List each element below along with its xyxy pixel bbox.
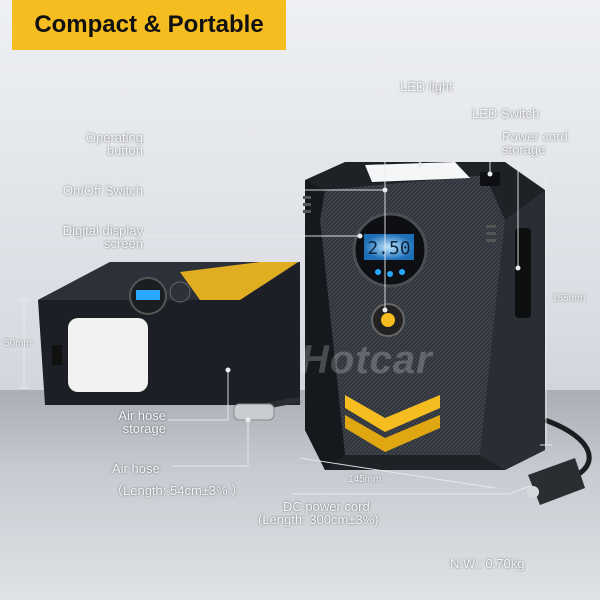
callout-air-hose-length: （Length: 54cm±3% ） [110, 483, 245, 498]
dimension-height: 185mm [552, 293, 586, 304]
watermark: Hotcar [300, 338, 433, 382]
callout-power-cord-storage-line2: storage [502, 142, 546, 157]
callout-air-hose-storage-line2: storage [122, 421, 166, 436]
callout-led-light: LED light [400, 79, 453, 94]
dimension-width: 145mm [348, 474, 382, 485]
callout-on-off-switch: On/Off Switch [63, 183, 143, 198]
callout-dc-power-cord: DC power cord [283, 499, 370, 514]
weight-label: N.W.: 0.70kg [450, 556, 525, 571]
dimension-small-height: 50mm [4, 338, 32, 349]
lcd-reading: 2.50 [367, 238, 410, 259]
large-compressor: 2.50 [303, 162, 545, 470]
callout-digital-display-line1: Digital display [62, 223, 143, 238]
callout-power-cord-storage-line1: Power cord [502, 129, 568, 144]
callout-air-hose: Air hose [112, 461, 160, 476]
callout-digital-display-line2: screen [103, 236, 143, 251]
callout-operating-button-line2: button [106, 143, 143, 158]
small-compressor [38, 262, 300, 405]
callout-led-switch: LED Switch [472, 106, 540, 121]
callout-operating-button-line1: Operating [85, 130, 143, 145]
callout-dc-power-cord-length: (Length: 300cm±3%) [258, 512, 379, 527]
title-badge: Compact & Portable [12, 0, 286, 50]
callout-air-hose-storage-line1: Air hose [118, 408, 166, 423]
